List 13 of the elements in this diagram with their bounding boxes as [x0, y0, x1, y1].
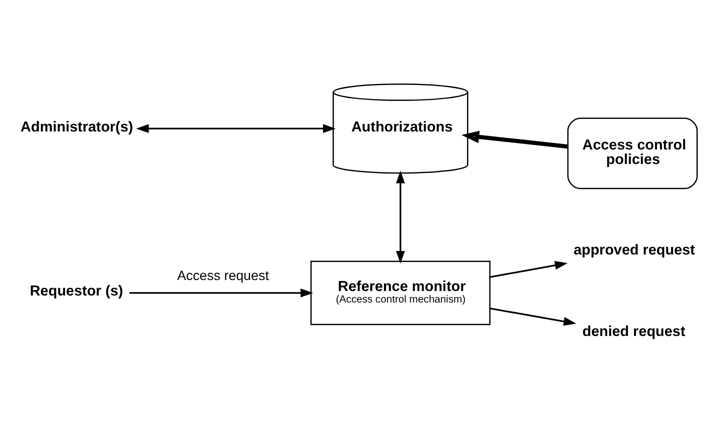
edge-label: Access request — [177, 268, 269, 283]
node-text: denied request — [582, 324, 686, 340]
node-box: Access control policies — [567, 118, 698, 190]
node-box: Reference monitor (Access control mechanism) — [310, 260, 490, 326]
arrow — [129, 288, 314, 298]
arrow — [490, 308, 576, 326]
node-text: approved request — [574, 242, 696, 258]
arrow — [136, 124, 336, 133]
arrow — [461, 130, 568, 149]
arrow — [396, 170, 405, 264]
node-text: Administrator(s) — [20, 119, 134, 136]
arrow — [490, 260, 568, 278]
node-text: Requestor (s) — [30, 284, 124, 300]
